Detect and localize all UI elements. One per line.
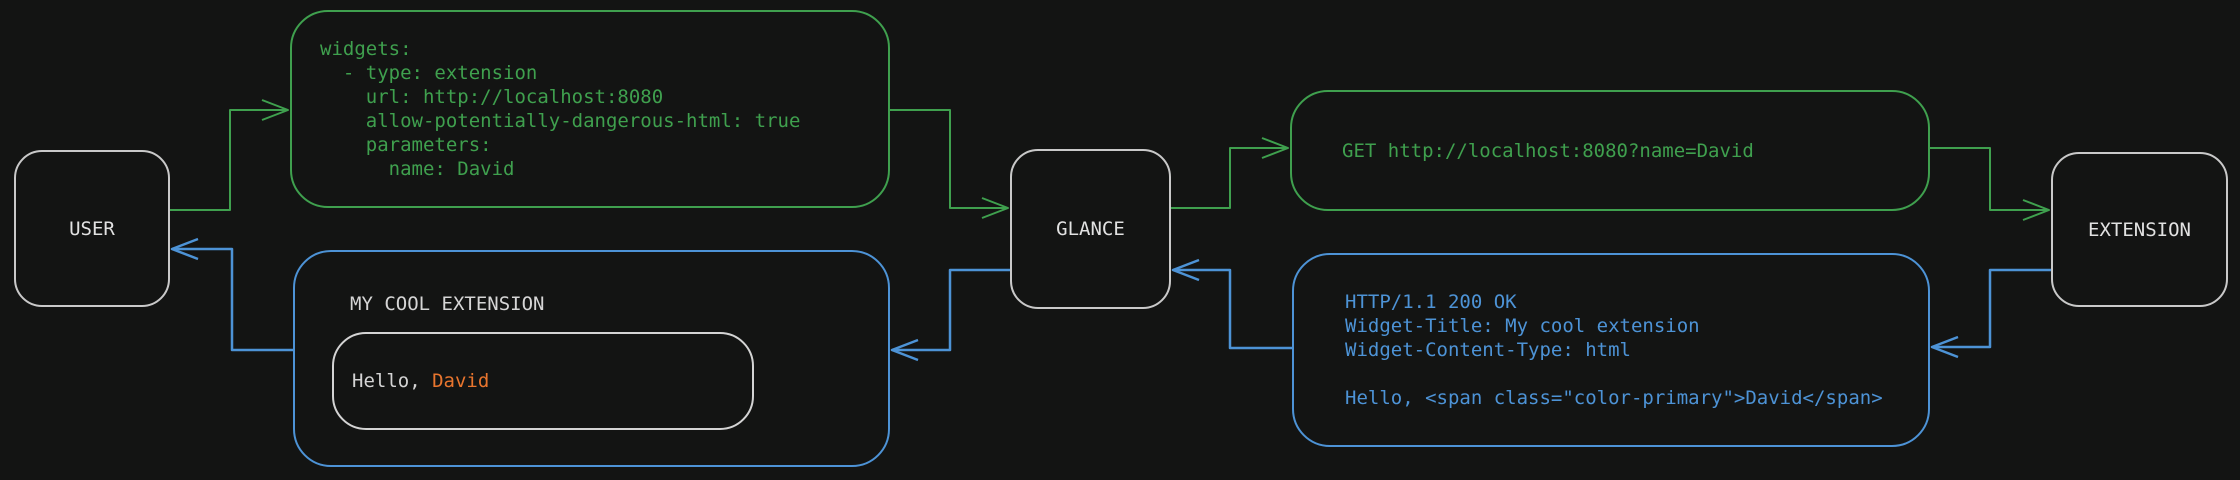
node-user-label: USER [69,217,115,240]
connector-request-get-to-extension [1930,147,2050,221]
yaml-line: widgets: [320,38,412,60]
connector-request-glance-to-get [1171,137,1289,209]
connector-response-widget-to-user [170,237,293,352]
http-line: Widget-Title: My cool extension [1345,315,1700,337]
get-request-box: GET http://localhost:8080?name=David [1290,90,1930,211]
yaml-line: name: David [320,158,515,180]
connector-response-http-to-glance [1171,258,1292,350]
widget-content-box: Hello, David [332,332,754,430]
connector-response-extension-to-http [1930,268,2051,359]
http-response-box: HTTP/1.1 200 OK Widget-Title: My cool ex… [1292,253,1930,447]
config-yaml-box: widgets: - type: extension url: http://l… [290,10,890,208]
yaml-line: parameters: [320,134,492,156]
node-user: USER [14,150,170,307]
yaml-line: - type: extension [320,62,538,84]
hello-name: David [432,370,490,392]
http-line: Hello, <span class="color-primary">David… [1345,387,1883,409]
http-response-code: HTTP/1.1 200 OK Widget-Title: My cool ex… [1345,290,1928,410]
hello-prefix: Hello, [352,370,433,392]
http-line: HTTP/1.1 200 OK [1345,291,1517,313]
node-extension-label: EXTENSION [2088,218,2191,241]
http-line [1345,362,1928,386]
config-yaml-code: widgets: - type: extension url: http://l… [320,37,888,181]
connector-response-glance-to-widget [890,268,1010,362]
get-request-text: GET http://localhost:8080?name=David [1342,139,1754,162]
node-extension: EXTENSION [2051,152,2228,307]
node-glance: GLANCE [1010,149,1171,309]
node-glance-label: GLANCE [1056,218,1125,240]
connector-request-user-to-config [170,99,289,211]
connector-request-config-to-glance [890,109,1009,219]
yaml-line: allow-potentially-dangerous-html: true [320,110,801,132]
yaml-line: url: http://localhost:8080 [320,86,664,108]
http-line: Widget-Content-Type: html [1345,339,1631,361]
rendered-widget-box: MY COOL EXTENSION Hello, David [293,250,890,467]
widget-title: MY COOL EXTENSION [350,293,545,315]
